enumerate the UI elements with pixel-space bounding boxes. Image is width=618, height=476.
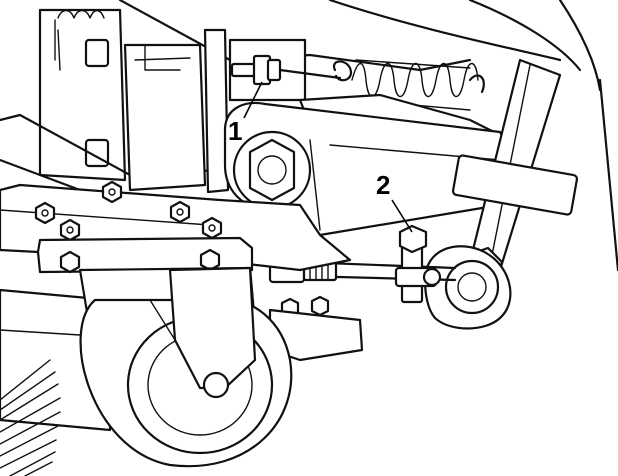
- frame-structure: [0, 0, 618, 272]
- callout-2: 2: [376, 170, 413, 233]
- callout-1: 1: [228, 81, 263, 146]
- adjuster-bolt: [268, 224, 457, 304]
- brush-bristles: [0, 359, 61, 476]
- callout-1-leader: [243, 81, 263, 119]
- callout-2-label: 2: [376, 170, 390, 200]
- callout-2-leader: [391, 199, 413, 233]
- deck-plate: [0, 180, 364, 432]
- pivot-arm: [223, 101, 522, 237]
- callout-1-label: 1: [228, 116, 242, 146]
- caster-wheel: [78, 266, 293, 468]
